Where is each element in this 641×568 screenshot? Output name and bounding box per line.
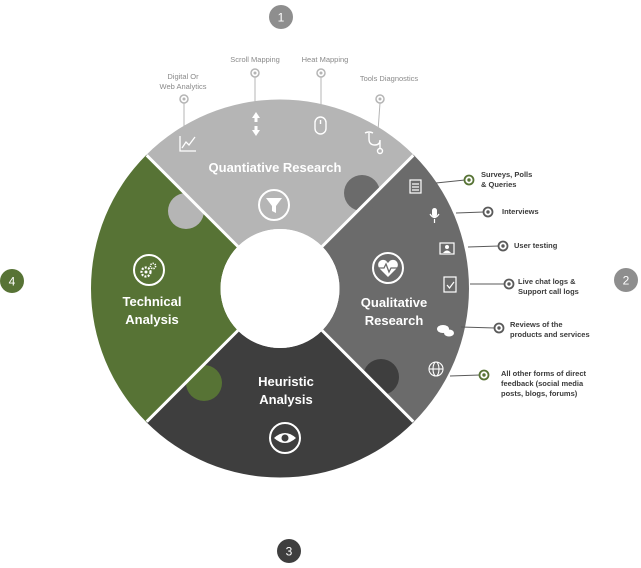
right-label-live-chat-line2: Support call logs	[518, 287, 579, 296]
right-label-other-feedback-line3: posts, blogs, forums)	[501, 389, 578, 398]
right-label-other-feedback-line1: All other forms of direct	[501, 369, 587, 378]
segment-heuristic-analysis	[146, 330, 414, 478]
badge-3-number: 3	[286, 545, 293, 559]
user-card-icon	[439, 242, 455, 255]
segment-dividers	[145, 154, 415, 423]
mouse-icon	[314, 116, 327, 135]
stethoscope-icon	[364, 131, 384, 155]
right-label-interviews: Interviews	[502, 207, 539, 216]
right-label-live-chat-line1: Live chat logs &	[518, 277, 576, 286]
segments	[90, 99, 469, 478]
right-label-reviews-line1: Reviews of the	[510, 320, 563, 329]
top-callout-dots	[179, 68, 385, 104]
technical-title-line2: Analysis	[125, 312, 178, 327]
puzzle-tab-heuristic	[363, 359, 399, 395]
badge-1: 1	[269, 5, 293, 29]
top-label-tools-diagnostics: Tools Diagnostics	[360, 74, 419, 83]
right-label-other-feedback-line2: feedback (social media	[501, 379, 584, 388]
puzzle-tab-qualitative	[344, 175, 380, 211]
clipboard-check-icon	[443, 276, 457, 293]
right-callouts	[435, 179, 505, 377]
puzzle-tab-technical	[186, 365, 222, 401]
center-hole	[220, 229, 340, 348]
badge-2: 2	[614, 268, 638, 292]
segment-technical-analysis	[90, 154, 238, 423]
badge-4: 4	[0, 269, 24, 293]
survey-icon	[409, 179, 422, 194]
segment-quantitative-research	[146, 99, 414, 247]
top-label-heat-mapping: Heat Mapping	[302, 55, 349, 64]
funnel-icon	[258, 189, 290, 221]
qualitative-title-line1: Qualitative	[361, 295, 427, 310]
segment-qualitative-research	[322, 154, 469, 423]
technical-title-line1: Technical	[122, 294, 181, 309]
right-label-surveys-line1: Surveys, Polls	[481, 170, 532, 179]
heuristic-title-line2: Analysis	[259, 392, 312, 407]
puzzle-tab-quantitative	[168, 193, 204, 229]
top-callouts	[183, 77, 381, 134]
scroll-arrows-icon	[252, 112, 260, 136]
heart-monitor-icon	[372, 252, 404, 284]
globe-icon	[428, 361, 444, 377]
qualitative-title-line2: Research	[365, 313, 424, 328]
badge-2-number: 2	[623, 274, 630, 288]
badge-3: 3	[277, 539, 301, 563]
heuristic-title-line1: Heuristic	[258, 374, 314, 389]
badge-4-number: 4	[9, 275, 16, 289]
microphone-icon	[429, 208, 440, 223]
right-label-surveys-line2: & Queries	[481, 180, 516, 189]
eye-icon	[269, 422, 301, 454]
top-label-web-analytics-line1: Digital Or	[167, 72, 199, 81]
right-callout-dots	[463, 174, 515, 381]
badge-1-number: 1	[278, 11, 285, 25]
top-label-web-analytics-line2: Web Analytics	[160, 82, 207, 91]
gear-icon	[133, 254, 165, 286]
quantitative-title: Quantiative Research	[209, 160, 342, 175]
top-label-scroll-mapping: Scroll Mapping	[230, 55, 280, 64]
line-chart-icon	[179, 136, 196, 152]
right-label-reviews-line2: products and services	[510, 330, 590, 339]
right-label-user-testing: User testing	[514, 241, 558, 250]
chat-bubbles-icon	[437, 325, 454, 337]
